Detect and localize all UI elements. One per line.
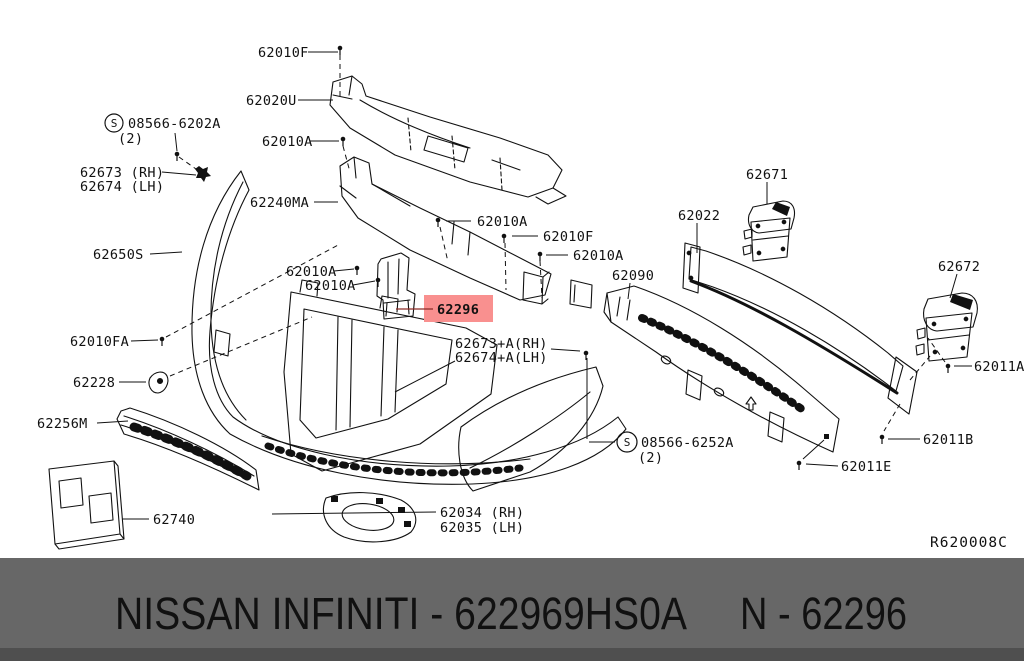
part-label-qty-6252a: (2)	[638, 450, 663, 466]
part-lower-finisher	[458, 366, 604, 492]
part-62673-clip	[195, 166, 211, 182]
bolt-receptacle-icon	[824, 434, 829, 439]
part-62228-clip	[148, 371, 169, 394]
part-label-62010fa: 62010FA	[70, 334, 129, 350]
banner-brand-partnumber: NISSAN INFINITI - 622969HS0A	[115, 588, 687, 639]
title-banner: NISSAN INFINITI - 622969HS0A N - 62296	[0, 558, 1024, 661]
part-label-62228: 62228	[73, 375, 115, 391]
part-62256m-grille	[116, 407, 260, 491]
part-62740-plate	[48, 460, 125, 550]
part-label-62672: 62672	[938, 259, 980, 275]
part-label-62010f-top: 62010F	[258, 45, 309, 61]
part-62650s-fascia	[191, 170, 627, 485]
fasteners	[159, 45, 951, 471]
part-62296-bracket	[376, 252, 416, 320]
part-62022-bar	[682, 242, 918, 415]
part-label-62240ma: 62240MA	[250, 195, 309, 211]
part-label-62740: 62740	[153, 512, 195, 528]
part-label-62010a-mid2: 62010A	[573, 248, 624, 264]
part-label-62256m: 62256M	[37, 416, 88, 432]
screw-icon	[879, 434, 885, 445]
part-label-08566-6252a: 08566-6252A	[641, 435, 734, 451]
banner-footer-strip	[0, 648, 1024, 661]
part-label-62010a-top: 62010A	[262, 134, 313, 150]
part-label-62020u: 62020U	[246, 93, 297, 109]
part-label-qty-6202a: (2)	[118, 131, 143, 147]
part-label-08566-6202a: 08566-6202A	[128, 116, 221, 132]
part-62672-bracket	[915, 292, 978, 362]
leader-lines	[96, 51, 972, 520]
part-label-62674-lh: 62674 (LH)	[80, 179, 164, 195]
screw-icon	[375, 277, 381, 288]
selected-part-number[interactable]: 62296	[437, 302, 479, 318]
part-label-62671: 62671	[746, 167, 788, 183]
part-label-62673a-rh: 62673+A(RH)	[455, 336, 548, 352]
part-grille-frame	[283, 279, 498, 472]
screw-icon	[583, 350, 589, 361]
part-label-62010f-mid: 62010F	[543, 229, 594, 245]
s-symbol: S	[624, 436, 631, 449]
screw-icon	[537, 251, 543, 262]
part-label-62022: 62022	[678, 208, 720, 224]
highlighted-part-label[interactable]: 62296	[396, 295, 493, 322]
part-62240ma-reinforce	[339, 156, 593, 309]
banner-background	[0, 558, 1024, 661]
screw-icon	[337, 45, 343, 56]
s-circle-icon	[616, 431, 638, 453]
part-label-62035-lh: 62035 (LH)	[440, 520, 524, 536]
part-label-62010a-mid: 62010A	[477, 214, 528, 230]
part-label-62010a-left1: 62010A	[286, 264, 337, 280]
screw-icon	[501, 233, 507, 244]
part-label-62674a-lh: 62674+A(LH)	[455, 350, 548, 366]
part-label-62011e: 62011E	[841, 459, 892, 475]
part-label-62673-rh: 62673 (RH)	[80, 165, 164, 181]
banner-catalog-ref: N - 62296	[740, 588, 907, 639]
screw-icon	[159, 336, 165, 347]
diagram-ref-code: R620008C	[930, 535, 1008, 551]
screw-icon	[435, 217, 441, 228]
screw-icon	[174, 151, 180, 162]
part-62020u-cover	[329, 75, 567, 205]
part-label-62011a: 62011A	[974, 359, 1024, 375]
part-62671-bracket	[742, 200, 796, 262]
s-symbol: S	[111, 117, 118, 130]
part-label-62034-rh: 62034 (RH)	[440, 505, 524, 521]
part-62090-absorber	[603, 285, 840, 453]
part-fog-bezel	[322, 492, 417, 543]
screw-icon	[340, 136, 346, 147]
part-label-62090: 62090	[612, 268, 654, 284]
screw-icon	[354, 265, 360, 276]
part-label-62011b: 62011B	[923, 432, 974, 448]
s-markers	[104, 113, 638, 453]
screw-icon	[796, 460, 802, 471]
part-label-62650s: 62650S	[93, 247, 144, 263]
screw-icon	[945, 363, 951, 374]
part-label-62010a-left2: 62010A	[305, 278, 356, 294]
s-circle-icon	[104, 113, 124, 133]
